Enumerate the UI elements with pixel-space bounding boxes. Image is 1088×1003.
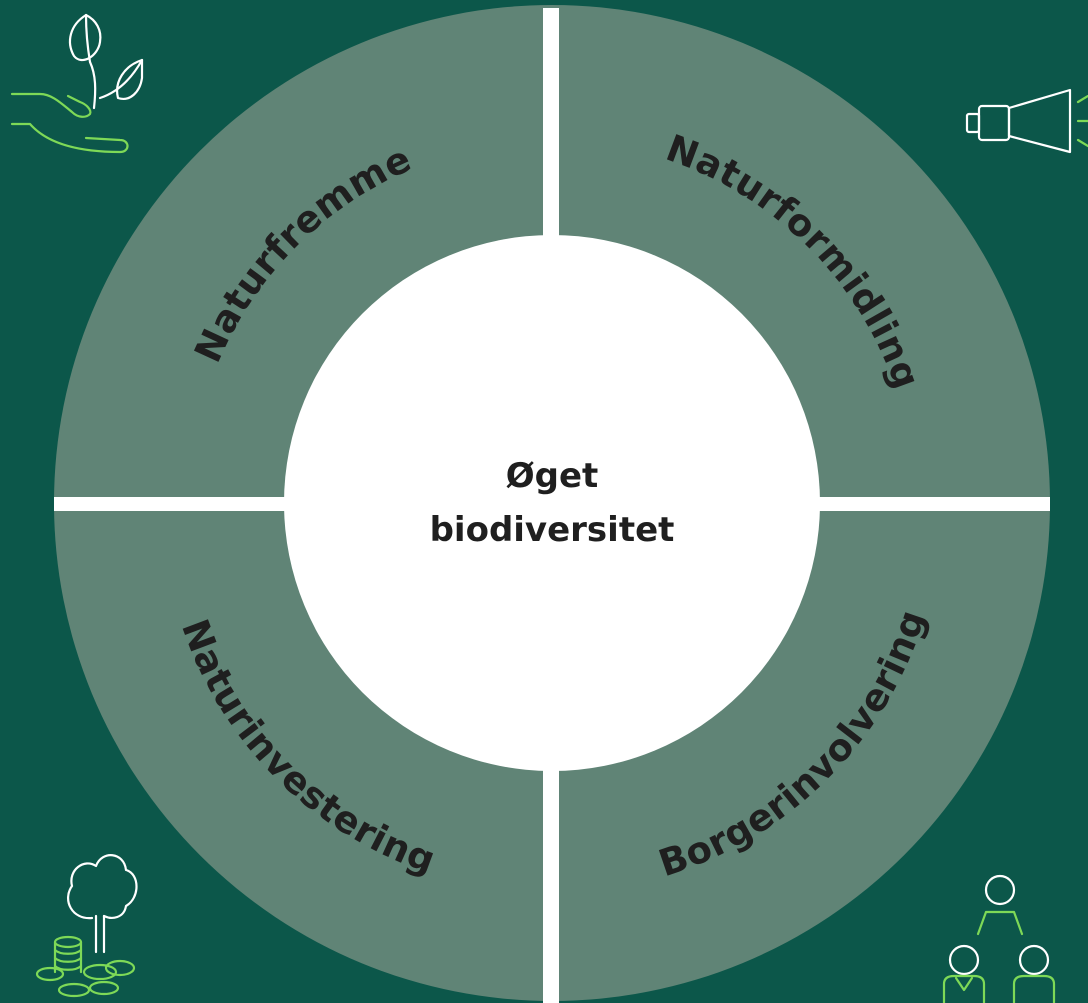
center-title-line2: biodiversitet — [430, 510, 675, 550]
center-circle — [284, 235, 820, 771]
people-group-icon — [942, 874, 1056, 1003]
tree-with-coins-icon — [35, 854, 138, 998]
megaphone-icon — [965, 88, 1088, 154]
hand-with-sprout-icon — [10, 13, 144, 154]
center-title-line1: Øget — [506, 456, 599, 496]
